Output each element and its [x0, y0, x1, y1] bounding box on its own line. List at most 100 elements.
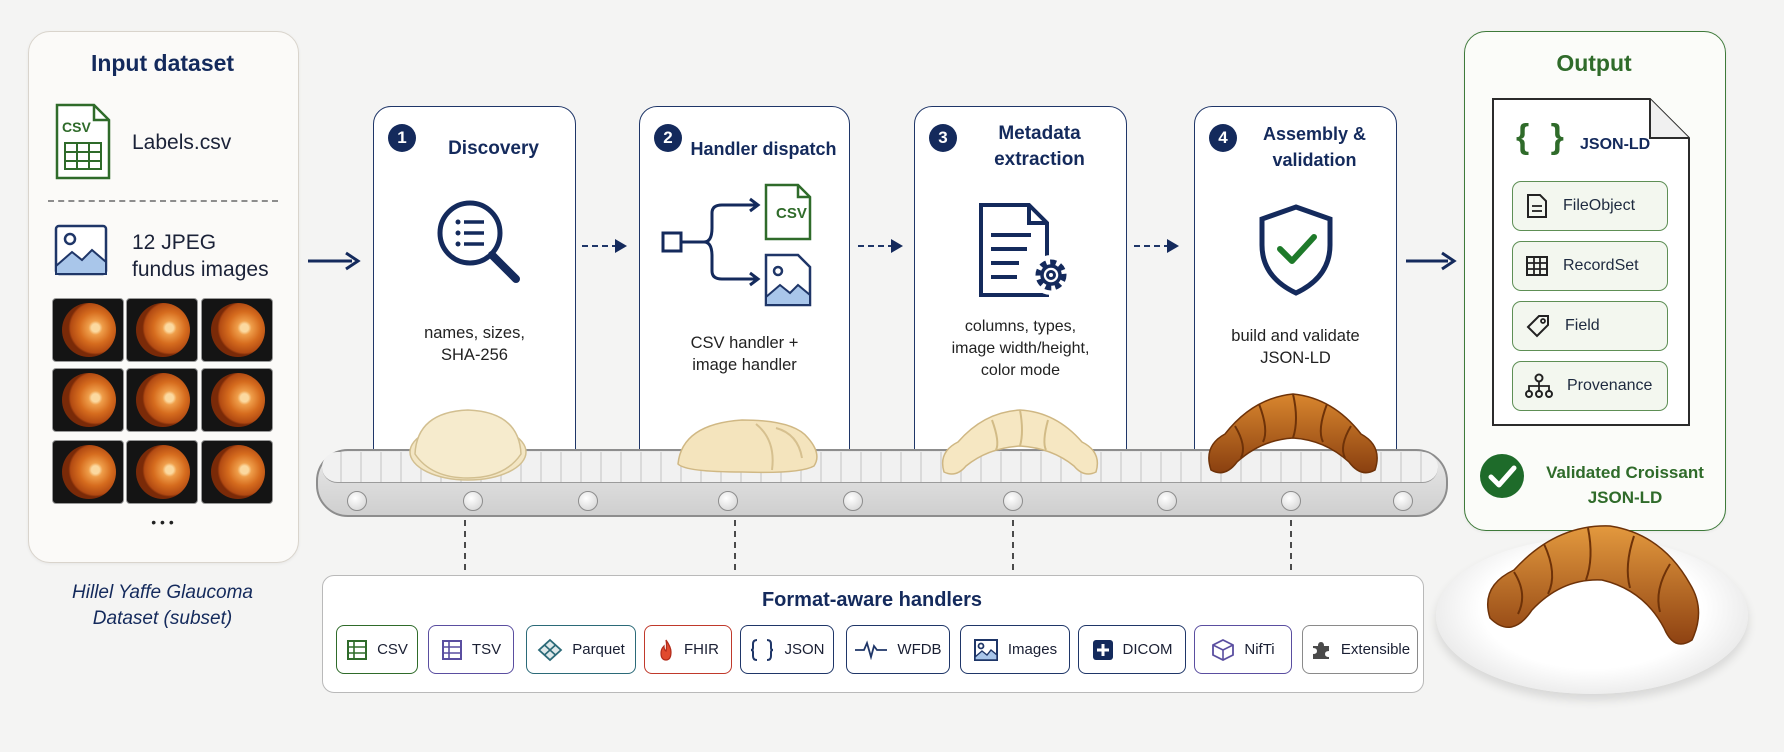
dotted-guide-line	[734, 520, 736, 570]
handler-wfdb: WFDB	[846, 625, 950, 674]
handler-json: JSON	[740, 625, 834, 674]
step-description: names, sizes, SHA-256	[378, 322, 571, 366]
step-title: Discovery	[448, 138, 539, 159]
step-title: Handler dispatch	[690, 139, 837, 159]
handler-label: DICOM	[1122, 641, 1173, 658]
conveyor-roller	[718, 491, 738, 511]
fundus-image-thumbnail	[201, 440, 273, 504]
image-file-icon	[54, 224, 108, 276]
dough-ball-icon	[409, 409, 527, 481]
more-images-ellipsis: • • •	[151, 514, 174, 530]
flame-icon	[660, 639, 672, 661]
dashed-connector	[1134, 245, 1170, 247]
handler-label: JSON	[784, 641, 825, 658]
table-icon	[347, 639, 368, 660]
output-item-provenance: Provenance	[1512, 361, 1668, 411]
dataset-caption-line2: Dataset (subset)	[92, 608, 233, 629]
dataset-caption-line1: Hillel Yaffe Glaucoma	[72, 582, 253, 603]
handler-csv: CSV	[336, 625, 418, 674]
handler-label: CSV	[377, 641, 408, 658]
step-description-line2: JSON-LD	[1260, 349, 1331, 367]
handler-label: FHIR	[684, 641, 719, 658]
step-description-line1: build and validate	[1231, 327, 1360, 345]
step-description-line2: image width/height,	[951, 340, 1090, 357]
handler-images: Images	[960, 625, 1070, 674]
handler-dicom: DICOM	[1078, 625, 1186, 674]
arrow-head-icon	[615, 239, 627, 253]
step-title-line2: extraction	[994, 149, 1085, 170]
magnifier-list-icon	[437, 200, 520, 283]
medical-cross-icon	[1092, 639, 1113, 660]
conveyor-roller	[1281, 491, 1301, 511]
handler-label: NifTi	[1244, 641, 1275, 658]
csv-file-icon	[55, 103, 111, 180]
step-description-line1: names, sizes,	[424, 324, 525, 342]
table-icon	[1526, 256, 1548, 276]
document-gear-icon	[979, 203, 1071, 297]
dotted-guide-line	[1012, 520, 1014, 570]
shield-check-icon	[1259, 204, 1333, 296]
dispatch-csv-tag: CSV	[776, 205, 807, 222]
step-title-line1: Assembly &	[1262, 124, 1367, 144]
step-number-badge: 4	[1209, 124, 1237, 152]
validated-output-line1: Validated Croissant	[1546, 463, 1704, 482]
check-circle-icon	[1480, 454, 1524, 498]
json-braces-icon: { }	[1516, 118, 1570, 156]
output-item-recordset: RecordSet	[1512, 241, 1668, 291]
dashed-connector	[582, 245, 618, 247]
dataset-caption: Hillel Yaffe Glaucoma Dataset (subset)	[28, 580, 297, 632]
handler-label: Parquet	[572, 641, 625, 658]
conveyor-roller	[347, 491, 367, 511]
validated-output-line2: JSON-LD	[1587, 488, 1663, 507]
dotted-guide-line	[464, 520, 466, 570]
step-title: Assembly & validation	[1239, 121, 1390, 173]
step-description-line2: image handler	[692, 356, 797, 374]
step-card-handler-dispatch: 2 Handler dispatch CSV CSV handler + ima…	[639, 106, 850, 476]
handler-fhir: FHIR	[644, 625, 732, 674]
format-handlers-title: Format-aware handlers	[761, 589, 983, 611]
conveyor-roller	[463, 491, 483, 511]
cube-icon	[1212, 638, 1235, 661]
fundus-image-thumbnail	[52, 368, 124, 432]
handler-label: Images	[1007, 641, 1058, 658]
csv-file-icon-tag: CSV	[62, 119, 91, 135]
braces-icon	[751, 638, 774, 661]
parquet-tiles-icon	[537, 638, 563, 661]
rolled-dough-icon	[677, 419, 818, 474]
arrow-head-icon	[891, 239, 903, 253]
conveyor-roller	[843, 491, 863, 511]
handler-label: WFDB	[897, 641, 942, 658]
final-croissant-icon	[1486, 525, 1700, 645]
step-description: columns, types, image width/height, colo…	[919, 316, 1122, 382]
conveyor-roller	[1157, 491, 1177, 511]
validated-output-label: Validated Croissant JSON-LD	[1530, 460, 1720, 510]
step-description-line3: color mode	[980, 362, 1061, 379]
hierarchy-icon	[1525, 373, 1553, 398]
handler-label: Extensible	[1340, 641, 1411, 658]
output-item-field: Field	[1512, 301, 1668, 351]
conveyor-roller	[1393, 491, 1413, 511]
step-number-badge: 3	[929, 124, 957, 152]
json-ld-doc-label: JSON-LD	[1580, 136, 1651, 153]
shaped-croissant-dough-icon	[941, 409, 1099, 475]
step-description: build and validate JSON-LD	[1199, 325, 1392, 369]
output-title: Output	[1556, 50, 1632, 76]
step-number-badge: 1	[388, 124, 416, 152]
step-description-line2: SHA-256	[441, 346, 508, 364]
conveyor-roller	[1003, 491, 1023, 511]
step-title-line1: Metadata	[998, 123, 1081, 144]
step-number-badge: 2	[654, 124, 682, 152]
fundus-image-thumbnail	[201, 298, 273, 362]
fundus-image-thumbnail	[126, 440, 198, 504]
step-description-line1: CSV handler +	[690, 334, 799, 352]
step-title-line2: validation	[1272, 150, 1357, 170]
images-description-line1: 12 JPEG	[132, 231, 217, 254]
handler-tsv: TSV	[428, 625, 514, 674]
conveyor-roller	[578, 491, 598, 511]
output-item-fileobject: FileObject	[1512, 181, 1668, 231]
images-description-line2: fundus images	[132, 258, 269, 281]
input-divider	[48, 200, 278, 202]
output-item-label: Provenance	[1567, 377, 1653, 394]
tag-icon	[1526, 315, 1549, 338]
fundus-image-thumbnail	[126, 368, 198, 432]
